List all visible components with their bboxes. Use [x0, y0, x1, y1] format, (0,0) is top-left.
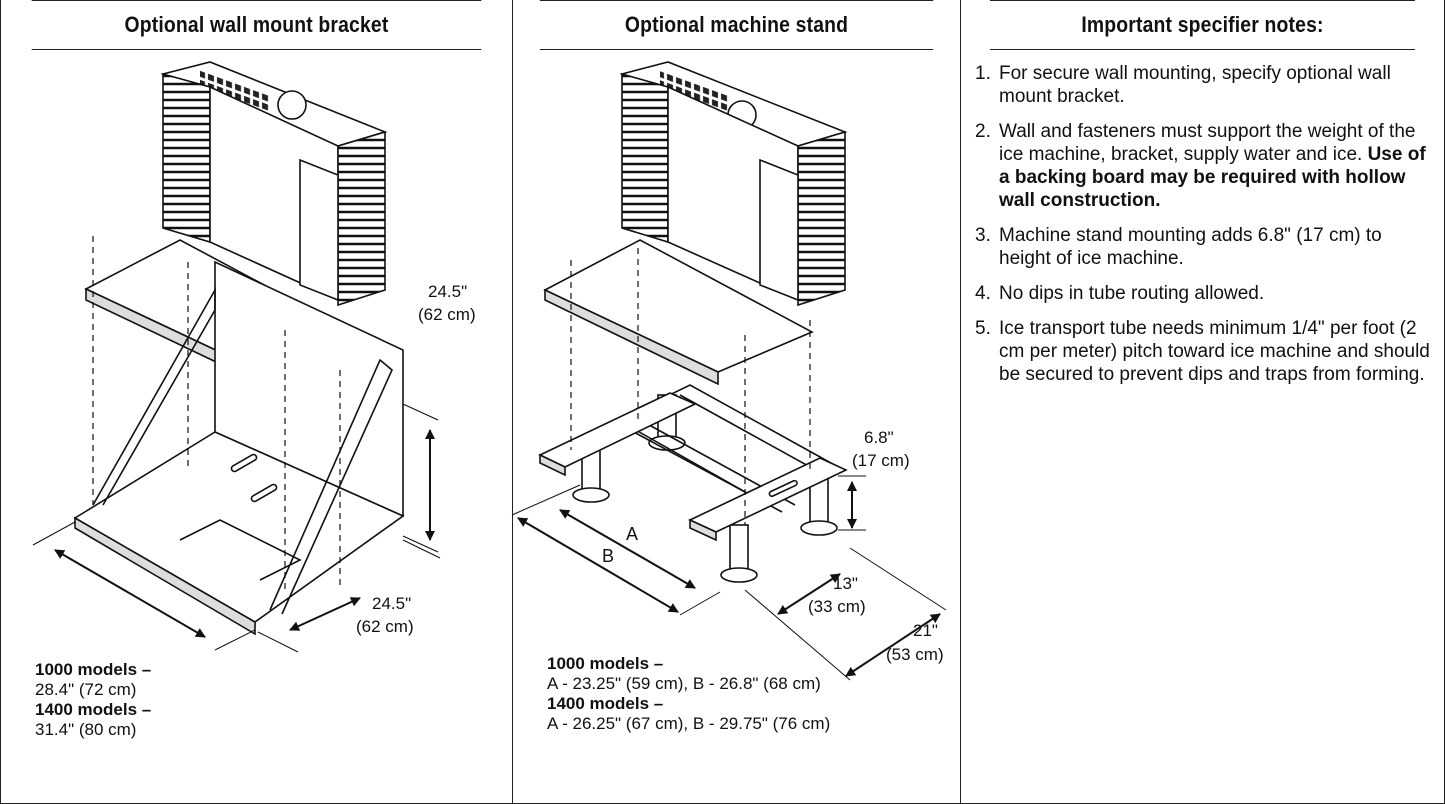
- model-label: 1400 models –: [547, 694, 664, 713]
- wall-dim-width: [32, 521, 256, 651]
- note-item: 1. For secure wall mounting, specify opt…: [975, 62, 1437, 108]
- stand-dim-21-label: 21": [913, 621, 938, 640]
- model-label: 1000 models –: [547, 654, 664, 673]
- note-item: 4. No dips in tube routing allowed.: [975, 282, 1437, 305]
- ice-machine-drawing-stand: [543, 61, 848, 386]
- note-number: 5.: [975, 318, 991, 339]
- stand-dim-13-cm-label: (33 cm): [808, 597, 866, 616]
- stand-dim-height: [838, 475, 866, 531]
- note-text: No dips in tube routing allowed.: [999, 283, 1265, 304]
- model-label: 1000 models –: [35, 660, 152, 679]
- wall-dim-height-cm-label: (62 cm): [418, 305, 476, 324]
- note-text: Ice transport tube needs minimum 1/4" pe…: [999, 318, 1430, 385]
- stand-dim-a: [559, 509, 696, 589]
- wall-bracket-header: Optional wall mount bracket: [31, 0, 482, 50]
- machine-stand-models: 1000 models – A - 23.25" (59 cm), B - 26…: [547, 654, 830, 734]
- note-number: 3.: [975, 225, 991, 246]
- model-value: 28.4" (72 cm): [35, 680, 137, 699]
- stand-dim-height-cm-label: (17 cm): [852, 451, 910, 470]
- note-text: For secure wall mounting, specify option…: [999, 63, 1391, 107]
- note-bold-text: Use of a backing board may be required w…: [999, 144, 1426, 211]
- wall-dim-depth-label: 24.5": [372, 594, 411, 613]
- wall-dim-height: [402, 403, 439, 553]
- note-number: 2.: [975, 121, 991, 142]
- ice-machine-drawing-wall: [160, 61, 388, 307]
- note-item: 3. Machine stand mounting adds 6.8" (17 …: [975, 224, 1437, 270]
- specifier-notes-header: Important specifier notes:: [989, 0, 1416, 50]
- machine-stand-drawing: [538, 248, 848, 583]
- wall-dim-height-label: 24.5": [428, 282, 467, 301]
- note-text: Wall and fasteners must support the weig…: [999, 121, 1416, 165]
- note-number: 4.: [975, 283, 991, 304]
- note-text: Machine stand mounting adds 6.8" (17 cm)…: [999, 225, 1382, 269]
- wall-dim-depth-cm-label: (62 cm): [356, 617, 414, 636]
- note-number: 1.: [975, 63, 991, 84]
- stand-dim-13: [777, 573, 841, 615]
- stand-dim-b: [511, 484, 721, 616]
- model-label: 1400 models –: [35, 700, 152, 719]
- note-item: 5. Ice transport tube needs minimum 1/4"…: [975, 317, 1437, 386]
- wall-bracket-drawing: [73, 236, 405, 636]
- stand-dim-height-label: 6.8": [864, 428, 894, 447]
- stand-dim-21: [744, 547, 947, 681]
- stand-dim-21-cm-label: (53 cm): [886, 645, 944, 664]
- stand-dim-a-label: A: [626, 524, 638, 544]
- note-item: 2. Wall and fasteners must support the w…: [975, 120, 1437, 212]
- stand-dim-13-label: 13": [833, 574, 858, 593]
- machine-stand-header: Optional machine stand: [539, 0, 934, 50]
- wall-bracket-models: 1000 models – 28.4" (72 cm) 1400 models …: [35, 660, 151, 740]
- model-value: A - 23.25" (59 cm), B - 26.8" (68 cm): [547, 674, 821, 693]
- model-value: A - 26.25" (67 cm), B - 29.75" (76 cm): [547, 714, 831, 733]
- model-value: 31.4" (80 cm): [35, 720, 137, 739]
- specifier-notes-list: 1. For secure wall mounting, specify opt…: [975, 62, 1437, 398]
- wall-dim-depth: [257, 539, 441, 653]
- stand-dim-b-label: B: [602, 546, 614, 566]
